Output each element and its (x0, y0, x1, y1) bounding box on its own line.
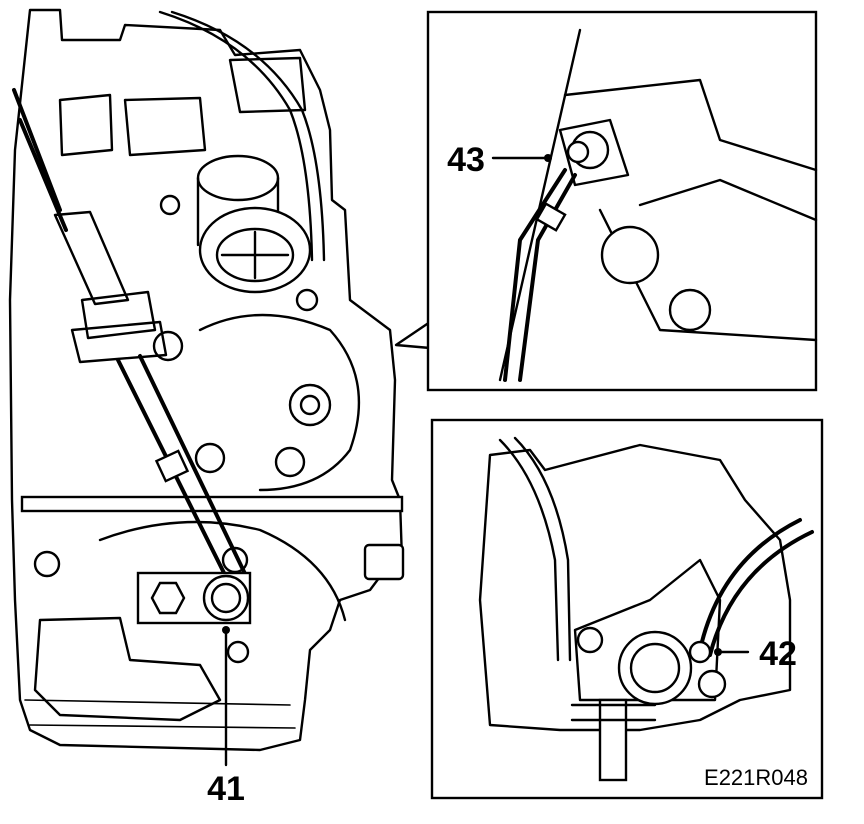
inset-bottom-stem-bands (570, 703, 657, 722)
lower-housing (33, 616, 222, 722)
side-tab (363, 543, 405, 581)
shift-cable-upper (12, 88, 62, 212)
inset-bottom-ring-inner (629, 642, 681, 694)
inset-top-wire-b (518, 173, 577, 382)
inset-pointer (394, 320, 432, 350)
housing-top (196, 154, 280, 202)
rod-collar (154, 449, 190, 483)
shift-cable-upper-2 (18, 118, 68, 232)
inset-top-bracket-mid (638, 178, 818, 222)
cable-nut (80, 290, 157, 340)
bolt-a (159, 194, 181, 216)
bolt-i (226, 640, 250, 664)
callout-42-label: 42 (759, 635, 797, 673)
lower-cover-arc (98, 520, 347, 622)
inset-bottom-bolt-1 (576, 626, 604, 654)
gear-cover-arc (198, 313, 361, 492)
inset-bottom-pipe-b (513, 436, 572, 662)
inset-bottom-housing (478, 443, 792, 732)
inset-bottom-switch (688, 640, 712, 664)
inset-top-boss-2 (668, 288, 712, 332)
inset-bottom: 42 E221R048 (430, 418, 824, 800)
lower-ribs (24, 699, 296, 729)
housing-cross (220, 230, 290, 280)
cable-sleeve (53, 210, 130, 306)
shift-rod-b (138, 354, 250, 582)
engine-outline (8, 8, 404, 752)
housing-inner-ring (215, 227, 295, 283)
lever-bush-inner (210, 582, 242, 614)
bolt-b (295, 288, 319, 312)
inset-top-clip (535, 202, 567, 232)
inset-bottom-wire-b (708, 530, 814, 657)
lever-nut (150, 581, 186, 615)
inset-top-wire-a (503, 168, 567, 382)
inset-top-bracket-top (563, 78, 818, 172)
upper-bracket-mid (123, 96, 207, 157)
upper-bracket-left (58, 93, 114, 157)
inset-top-boss-1 (600, 225, 660, 285)
main-view: 41 (8, 8, 432, 808)
reference-code: E221R048 (704, 765, 808, 790)
bolt-f-inner (299, 394, 321, 416)
inset-bottom-wire-a (698, 518, 802, 652)
callout-43-label: 43 (447, 141, 485, 179)
inset-top-edge-line (498, 28, 582, 382)
inset-top-switch-body (558, 118, 630, 187)
inset-top-switch-pin (566, 140, 590, 164)
cable-bracket (70, 320, 168, 364)
inset-bottom-ring (617, 630, 693, 706)
bolt-d (194, 442, 226, 474)
bolt-c (152, 330, 184, 362)
inset-bottom-stem (598, 698, 628, 782)
bolt-f-outer (288, 383, 332, 427)
callout-41-label: 41 (207, 770, 245, 808)
inset-bottom-pipe-a (498, 438, 560, 662)
bolt-h (33, 550, 61, 578)
inset-top-frame (426, 10, 818, 392)
bolt-e (274, 446, 306, 478)
inset-bottom-bolt-2 (697, 669, 727, 699)
inset-top: 43 (426, 10, 818, 392)
lever-bush-41 (202, 574, 250, 622)
upper-bracket-right (228, 56, 307, 114)
